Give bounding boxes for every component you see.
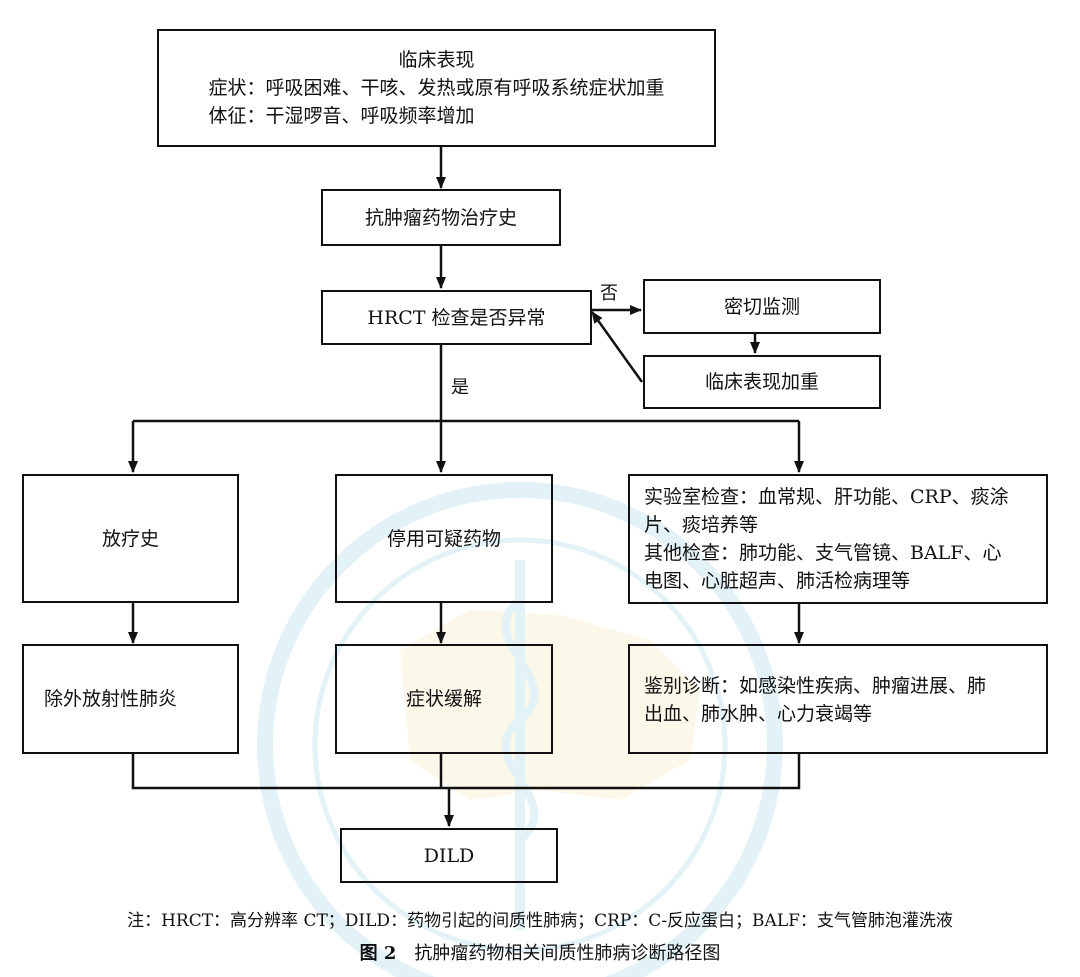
clinical-title: 临床表现 xyxy=(398,49,475,71)
stop-suspect-drug-box: 停用可疑药物 xyxy=(335,474,553,603)
differential-line-1: 鉴别诊断：如感染性疾病、肿瘤进展、肺 xyxy=(644,675,987,697)
differential-diagnosis-box: 鉴别诊断：如感染性疾病、肿瘤进展、肺 出血、肺水肿、心力衰竭等 xyxy=(628,644,1048,754)
treatment-history-text: 抗肿瘤药物治疗史 xyxy=(364,206,517,229)
lab-line-4: 电图、心脏超声、肺活检病理等 xyxy=(644,570,911,592)
differential-line-2: 出血、肺水肿、心力衰竭等 xyxy=(644,703,873,725)
stop-suspect-drug-text: 停用可疑药物 xyxy=(386,527,501,550)
worsening-text: 临床表现加重 xyxy=(704,371,819,393)
radiation-history-box: 放疗史 xyxy=(22,474,239,603)
footnote: 注：HRCT：高分辨率 CT；DILD：药物引起的间质性肺病；CRP：C-反应蛋… xyxy=(127,911,953,931)
watermark-outer-ring xyxy=(257,482,783,977)
monitor-text: 密切监测 xyxy=(723,295,800,318)
lab-line-3: 其他检查：肺功能、支气管镜、BALF、心 xyxy=(644,542,1002,564)
line-merge-bottom xyxy=(131,754,801,790)
lab-line-1: 实验室检查：血常规、肝功能、CRP、痰涂 xyxy=(644,486,1009,508)
hrct-check-text: HRCT 检查是否异常 xyxy=(367,306,546,329)
label-no: 否 xyxy=(600,283,618,304)
monitor-box: 密切监测 xyxy=(643,279,881,334)
exclude-radiation-pneumonitis-text: 除外放射性肺炎 xyxy=(44,688,178,710)
symptom-relief-box: 症状缓解 xyxy=(335,644,553,754)
hrct-check-box: HRCT 检查是否异常 xyxy=(321,290,592,345)
figure-number: 图 2 xyxy=(359,943,397,964)
label-yes: 是 xyxy=(451,377,469,398)
lab-line-2: 片、痰培养等 xyxy=(644,514,759,536)
dild-box: DILD xyxy=(340,828,558,883)
worsening-box: 临床表现加重 xyxy=(643,355,881,409)
watermark-serpent xyxy=(501,596,539,844)
dild-text: DILD xyxy=(423,844,475,867)
watermark-inner-ring xyxy=(312,537,728,953)
lab-tests-box: 实验室检查：血常规、肝功能、CRP、痰涂 片、痰培养等 其他检查：肺功能、支气管… xyxy=(628,474,1048,604)
arrow-worsen-to-hrct xyxy=(590,311,644,383)
radiation-history-text: 放疗史 xyxy=(101,527,159,550)
clinical-presentation-box: 临床表现 症状：呼吸困难、干咳、发热或原有呼吸系统症状加重 体征：干湿啰音、呼吸… xyxy=(157,29,716,147)
figure-caption: 图 2 抗肿瘤药物相关间质性肺病诊断路径图 xyxy=(0,939,1080,965)
clinical-symptoms: 症状：呼吸困难、干咳、发热或原有呼吸系统症状加重 xyxy=(208,77,665,99)
clinical-signs: 体征：干湿啰音、呼吸频率增加 xyxy=(208,105,475,127)
exclude-radiation-pneumonitis-box: 除外放射性肺炎 xyxy=(22,644,239,754)
treatment-history-box: 抗肿瘤药物治疗史 xyxy=(321,189,561,246)
figure-title: 抗肿瘤药物相关间质性肺病诊断路径图 xyxy=(414,943,721,964)
symptom-relief-text: 症状缓解 xyxy=(405,688,482,710)
